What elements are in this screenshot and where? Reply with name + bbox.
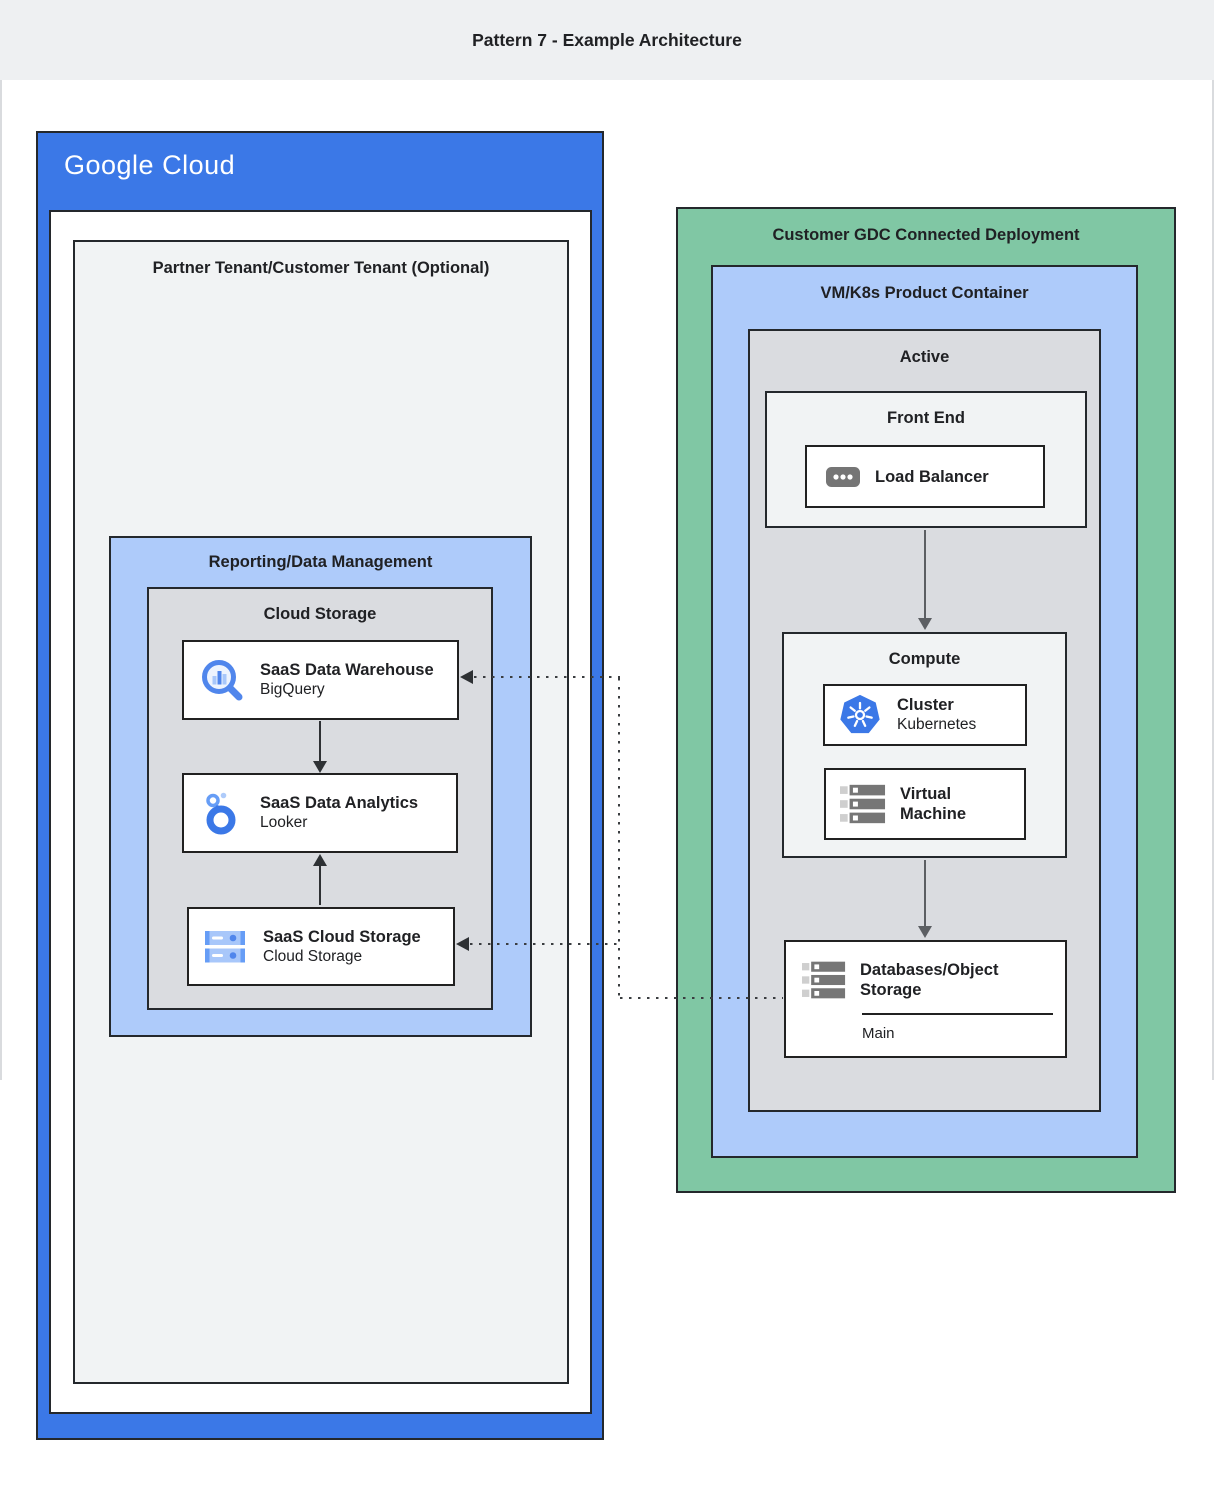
bigquery-icon [198,656,246,704]
canvas-edge-right [1212,80,1214,1080]
saas-data-analytics-card: SaaS Data Analytics Looker [182,773,458,853]
cloud-storage-icon [201,927,249,967]
title-bar [0,0,1214,80]
arrow-storage-to-looker [319,866,321,905]
card-title: SaaS Cloud Storage [263,927,421,946]
cloud-storage-group-label: Cloud Storage [263,605,377,623]
databases-object-storage-card: Databases/Object Storage [784,940,1067,1058]
vmk8s-product-container-label: VM/K8s Product Container [820,284,1029,302]
looker-icon [198,789,246,837]
canvas-edge-left [0,80,2,1080]
card-title: SaaS Data Warehouse [260,661,434,679]
card-title: SaaS Data Analytics [260,794,419,812]
reporting-data-management-label: Reporting/Data Management [208,553,433,571]
card-title: Databases/Object Storage [860,961,999,999]
arrowhead-left-icon [460,670,473,684]
card-subtitle: Looker [260,814,308,831]
database-card-footer: Main [862,1025,895,1042]
load-balancer-card: Load Balancer [805,445,1045,508]
arrowhead-down-icon [918,618,932,630]
saas-cloud-storage-card: SaaS Cloud Storage Cloud Storage [187,907,455,986]
dotted-connector-to-storage [470,943,620,945]
card-title: Cluster [897,696,954,714]
card-subtitle: BigQuery [260,681,325,698]
virtual-machine-icon [840,783,886,825]
arrow-compute-to-database [924,860,926,926]
google-cloud-logo: Google Cloud [64,150,236,180]
dotted-connector-trunk [618,678,620,998]
virtual-machine-card: Virtual Machine [824,768,1026,840]
card-title: Load Balancer [875,467,989,486]
arrowhead-down-icon [313,761,327,773]
active-label: Active [899,348,950,366]
object-storage-icon [802,960,846,1000]
dotted-connector-to-bigquery [474,676,620,678]
page-title: Pattern 7 - Example Architecture [472,29,742,50]
arrowhead-up-icon [313,854,327,866]
dotted-connector-from-database [620,997,783,999]
card-subtitle: Cloud Storage [263,947,363,965]
saas-data-warehouse-card: SaaS Data Warehouse BigQuery [182,640,459,720]
kubernetes-icon [837,692,883,738]
arrow-frontend-to-compute [924,530,926,618]
database-card-divider [862,1013,1053,1015]
compute-label: Compute [888,650,961,668]
arrowhead-left-icon [456,937,469,951]
gdc-deployment-label: Customer GDC Connected Deployment [772,226,1080,244]
card-title: Virtual Machine [900,785,967,823]
cluster-card: Cluster Kubernetes [823,684,1027,746]
partner-tenant-label: Partner Tenant/Customer Tenant (Optional… [152,259,490,277]
front-end-label: Front End [887,409,965,427]
card-subtitle: Kubernetes [897,716,977,733]
arrow-bigquery-to-looker [319,721,321,762]
arrowhead-down-icon [918,926,932,938]
load-balancer-icon [825,466,861,488]
